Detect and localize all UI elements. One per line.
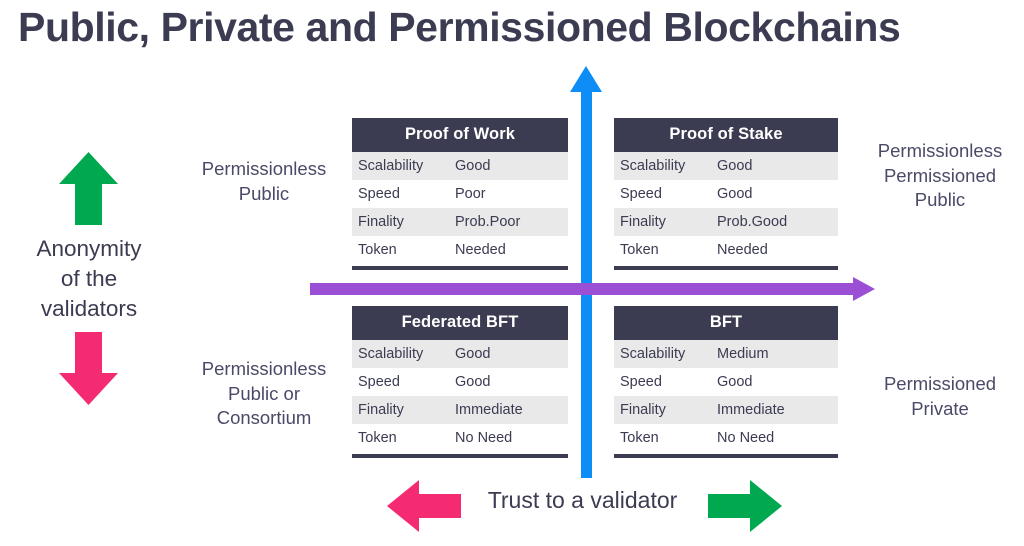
table-bottom-rule [614, 454, 838, 458]
quadrant-table-proof-of-stake: Proof of Stake Scalability Good Speed Go… [614, 118, 838, 270]
row-value: Prob.Poor [455, 214, 521, 230]
row-key: Speed [620, 374, 662, 390]
horizontal-axis-line [310, 283, 855, 295]
row-value: Good [717, 374, 753, 390]
arrow-up-green-icon [57, 150, 120, 227]
row-key: Token [620, 242, 659, 258]
vertical-axis-arrow-icon [570, 66, 602, 92]
table-bottom-rule [352, 266, 568, 270]
table-row: Finality Prob.Poor [352, 208, 568, 236]
label-line-1: Permissioned [883, 373, 997, 394]
table-row: Speed Poor [352, 180, 568, 208]
anonymity-label-line-1: Anonymity [36, 236, 142, 261]
row-value: Prob.Good [717, 214, 788, 230]
table-title: BFT [614, 306, 838, 340]
row-key: Token [358, 242, 397, 258]
row-value: Medium [717, 346, 769, 362]
arrow-left-pink-icon [385, 478, 463, 534]
horizontal-axis-arrow-icon [853, 277, 875, 301]
anonymity-label-line-2: of the [60, 265, 118, 291]
arrow-right-green-icon [706, 478, 784, 534]
table-row: Speed Good [352, 368, 568, 396]
row-value: Good [717, 158, 753, 174]
table-row: Speed Good [614, 180, 838, 208]
table-row: Scalability Good [352, 340, 568, 368]
row-key: Finality [620, 402, 666, 418]
table-row: Finality Immediate [614, 396, 838, 424]
table-row: Finality Prob.Good [614, 208, 838, 236]
label-line-2: Public or [228, 382, 300, 404]
table-row: Scalability Good [352, 152, 568, 180]
label-line-1: Permissionless [201, 358, 327, 379]
row-key: Speed [620, 186, 662, 202]
table-bottom-rule [614, 266, 838, 270]
label-line-2: Private [911, 397, 969, 419]
row-value: Good [717, 186, 753, 202]
label-line-3: Public [914, 189, 966, 211]
quadrant-table-federated-bft: Federated BFT Scalability Good Speed Goo… [352, 306, 568, 458]
table-title: Proof of Stake [614, 118, 838, 152]
label-permissionless-permissioned-public: Permissionless Permissioned Public [858, 139, 1022, 213]
row-value: Good [455, 158, 491, 174]
table-row: Speed Good [614, 368, 838, 396]
table-row: Token Needed [614, 236, 838, 264]
label-line-1: Permissionless [877, 140, 1003, 161]
row-key: Finality [358, 214, 404, 230]
row-value: No Need [717, 430, 775, 446]
row-key: Finality [620, 214, 666, 230]
row-value: Poor [455, 186, 486, 202]
trust-axis-label: Trust to a validator [487, 487, 678, 513]
row-value: Needed [717, 242, 768, 258]
row-value: Good [455, 346, 491, 362]
label-line-1: Permissionless [201, 158, 327, 179]
label-permissioned-private: Permissioned Private [858, 372, 1022, 421]
table-row: Finality Immediate [352, 396, 568, 424]
anonymity-label-line-3: validators [40, 295, 138, 321]
table-title: Proof of Work [352, 118, 568, 152]
arrow-down-pink-icon [57, 330, 120, 407]
row-value: Immediate [455, 402, 523, 418]
table-row: Token Needed [352, 236, 568, 264]
row-key: Speed [358, 186, 400, 202]
table-bottom-rule [352, 454, 568, 458]
table-row: Token No Need [352, 424, 568, 452]
label-permissionless-public-or-consortium: Permissionless Public or Consortium [178, 357, 350, 431]
label-line-2: Public [238, 182, 290, 204]
row-key: Scalability [620, 158, 686, 174]
quadrant-table-proof-of-work: Proof of Work Scalability Good Speed Poo… [352, 118, 568, 270]
page-title: Public, Private and Permissioned Blockch… [18, 4, 901, 50]
row-value: Needed [455, 242, 506, 258]
row-key: Scalability [358, 346, 424, 362]
table-row: Scalability Good [614, 152, 838, 180]
table-row: Scalability Medium [614, 340, 838, 368]
row-key: Token [620, 430, 659, 446]
row-key: Finality [358, 402, 404, 418]
row-key: Scalability [358, 158, 424, 174]
quadrant-table-bft: BFT Scalability Medium Speed Good Finali… [614, 306, 838, 458]
row-value: Immediate [717, 402, 785, 418]
row-key: Scalability [620, 346, 686, 362]
table-title: Federated BFT [352, 306, 568, 340]
row-key: Speed [358, 374, 400, 390]
label-line-3: Consortium [216, 407, 312, 429]
row-value: Good [455, 374, 491, 390]
row-value: No Need [455, 430, 513, 446]
row-key: Token [358, 430, 397, 446]
table-row: Token No Need [614, 424, 838, 452]
anonymity-axis-label: Anonymity of the validators [10, 234, 168, 324]
label-line-2: Permissioned [883, 164, 997, 186]
label-permissionless-public: Permissionless Public [178, 157, 350, 206]
